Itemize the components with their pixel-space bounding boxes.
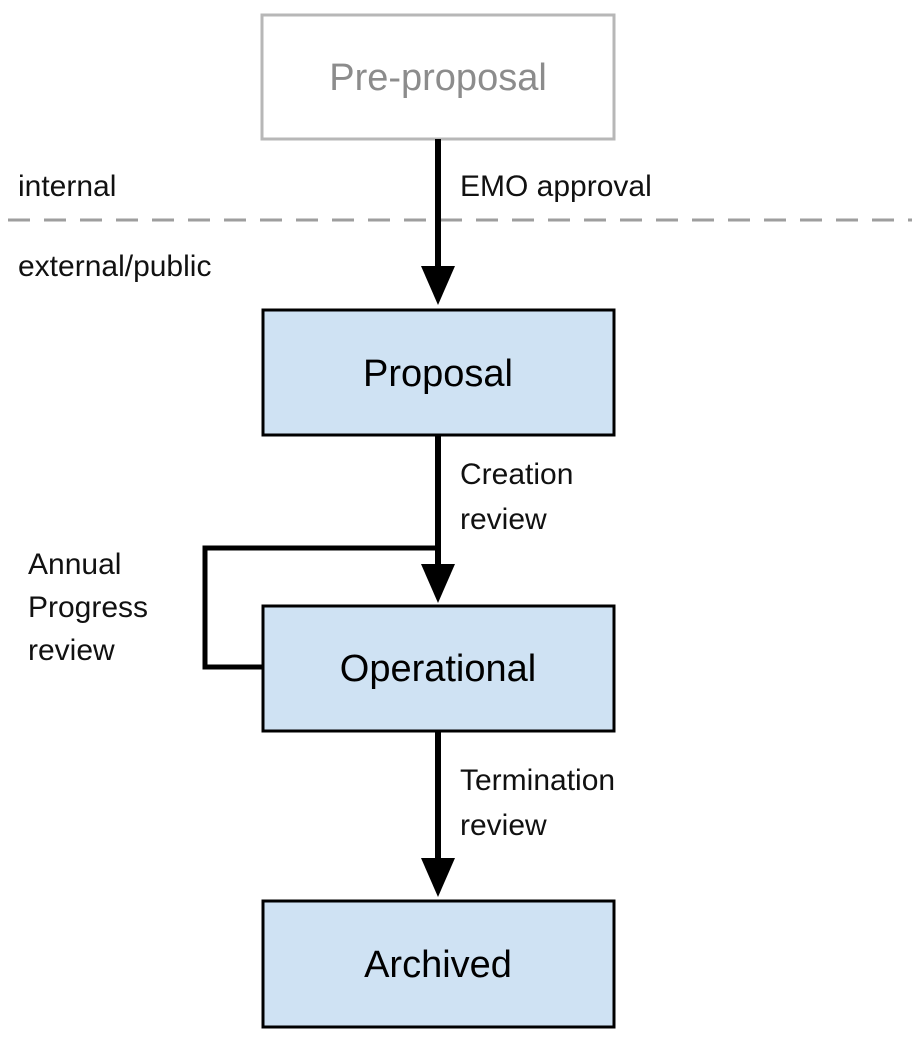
edge-annual-progress-review-label: Annual Progress review [28, 548, 156, 667]
edge-creation-review-label: Creation review [460, 458, 582, 536]
edge-termination-review-label: Termination review [460, 764, 623, 842]
node-proposal: Proposal [261, 308, 616, 437]
edge-termination-review: Termination review [421, 731, 623, 897]
edge-emo-approval-label: EMO approval [460, 170, 652, 203]
node-operational: Operational [261, 604, 616, 733]
external-zone-label: external/public [18, 250, 211, 283]
node-pre-proposal: Pre-proposal [260, 13, 616, 141]
edge-emo-approval-arrowhead [421, 266, 455, 305]
edge-termination-review-label-line-1: Termination [460, 764, 615, 797]
edge-emo-approval-label-line: EMO approval [460, 170, 652, 203]
edge-annual-progress-review-label-line-2: Progress [28, 591, 148, 624]
edge-annual-progress-review-loop [202, 545, 438, 670]
node-pre-proposal-box [260, 13, 616, 141]
edge-annual-progress-review-label-line-3: review [28, 634, 115, 667]
node-operational-box [261, 604, 616, 733]
edge-creation-review-label-line-1: Creation [460, 458, 573, 491]
node-archived-label: Archived [364, 944, 512, 986]
node-proposal-label: Proposal [363, 353, 513, 395]
edge-termination-review-arrowhead [421, 858, 455, 897]
edge-creation-review-arrowhead [421, 564, 455, 603]
node-pre-proposal-label: Pre-proposal [329, 57, 547, 99]
internal-zone-label: internal [18, 170, 116, 203]
edge-termination-review-label-line-2: review [460, 809, 547, 842]
edge-emo-approval: EMO approval [421, 139, 652, 305]
node-archived-box [261, 899, 616, 1029]
edge-annual-progress-review-label-line-1: Annual [28, 548, 121, 581]
edge-creation-review-label-line-2: review [460, 503, 547, 536]
edge-annual-progress-review: Annual Progress review [28, 545, 438, 670]
node-archived: Archived [261, 899, 616, 1029]
edge-creation-review: Creation review [421, 435, 582, 603]
node-operational-label: Operational [340, 648, 536, 690]
